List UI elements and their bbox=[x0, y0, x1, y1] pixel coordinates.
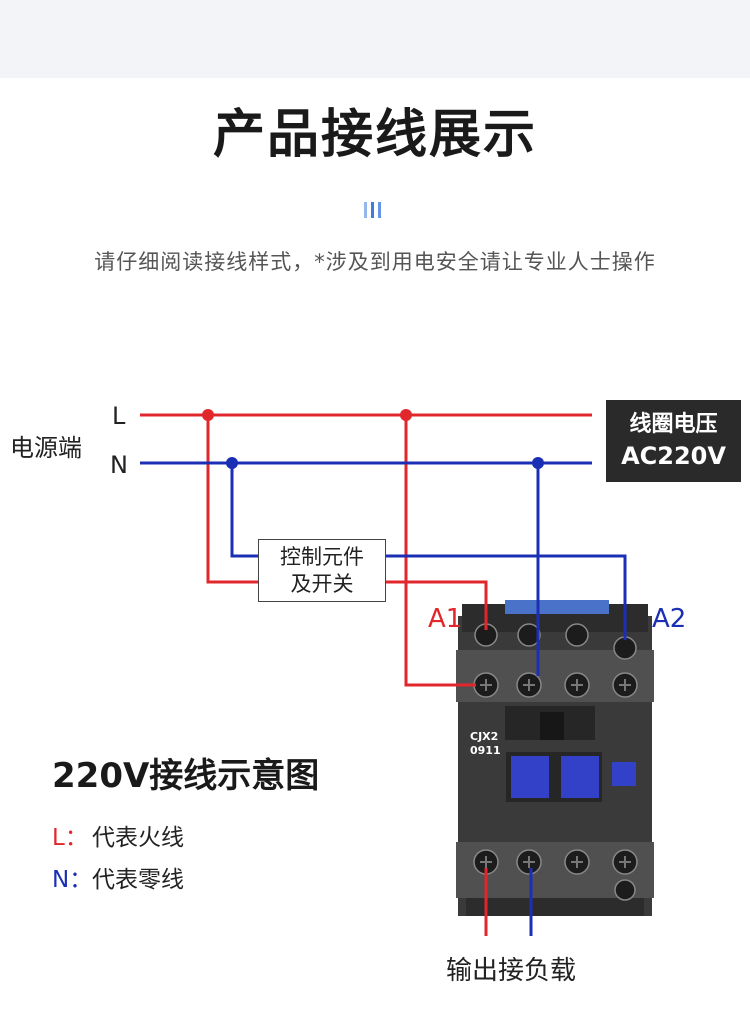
line-n-label: N bbox=[110, 451, 128, 479]
contactor-button-right bbox=[561, 756, 599, 798]
diagram-title: 220V接线示意图 bbox=[52, 756, 320, 796]
terminal-screws bbox=[473, 623, 638, 901]
control-switch-box: 控制元件 及开关 bbox=[258, 539, 386, 602]
legend-live-key: L： bbox=[52, 825, 88, 851]
neutral-wire bbox=[140, 461, 627, 936]
control-line1: 控制元件 bbox=[280, 545, 364, 570]
header-band bbox=[0, 0, 750, 78]
coil-voltage-value: AC220V bbox=[621, 441, 726, 470]
legend-live: L：代表火线 bbox=[52, 818, 184, 852]
output-load-label: 输出接负载 bbox=[446, 956, 577, 986]
contactor-button-left bbox=[511, 756, 549, 798]
terminal-a1-label: A1 bbox=[428, 604, 463, 634]
power-source-label: 电源端 bbox=[10, 434, 82, 462]
model-line2: 0911 bbox=[470, 744, 501, 757]
divider-icon bbox=[364, 202, 386, 218]
line-l-label: L bbox=[112, 402, 126, 430]
page-title: 产品接线展示 bbox=[212, 105, 537, 165]
legend-neutral-key: N： bbox=[52, 867, 93, 893]
live-wire bbox=[140, 413, 592, 936]
model-line1: CJX2 bbox=[470, 730, 498, 743]
contactor-indicator bbox=[612, 762, 636, 786]
safety-subtitle: 请仔细阅读接线样式，*涉及到用电安全请让专业人士操作 bbox=[94, 250, 656, 274]
terminal-a2-label: A2 bbox=[652, 604, 687, 634]
coil-voltage-title: 线圈电压 bbox=[629, 411, 718, 437]
coil-voltage-box: 线圈电压 AC220V bbox=[606, 400, 741, 482]
legend-neutral: N：代表零线 bbox=[52, 860, 184, 894]
control-line2: 及开关 bbox=[290, 571, 354, 596]
legend-live-text: 代表火线 bbox=[92, 825, 184, 851]
legend-neutral-text: 代表零线 bbox=[92, 867, 184, 893]
